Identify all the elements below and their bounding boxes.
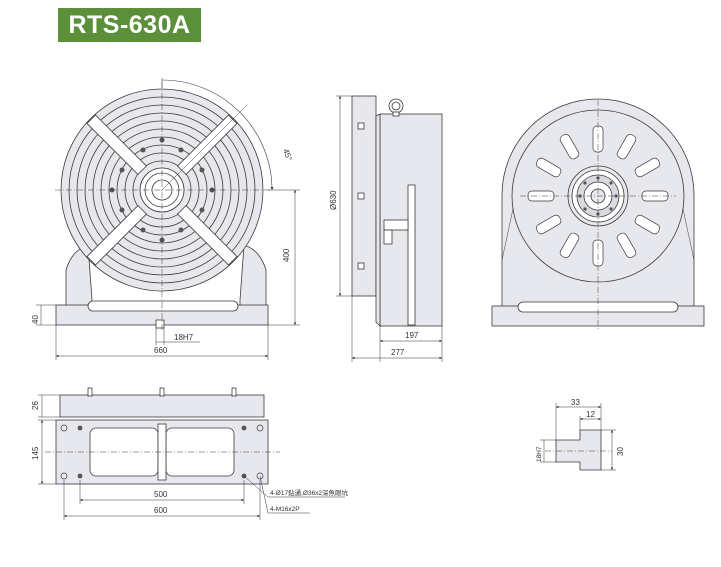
side-overall-depth-dim: 277 — [391, 348, 405, 357]
plan-through-hole-callout: 4-Ø17鉆通,Ø36x2深魚眼坑 — [270, 488, 349, 497]
front-slot-dim: 18H7 — [174, 333, 194, 342]
rear-vent-slots — [527, 125, 669, 267]
front-right-support — [239, 244, 267, 316]
side-depth-dim: 197 — [405, 331, 419, 340]
side-view-dimensions — [336, 95, 443, 362]
front-width-dim: 660 — [154, 346, 168, 355]
angle-label: 45° — [281, 148, 294, 162]
front-view — [55, 78, 274, 330]
side-diameter-dim: Ø630 — [329, 190, 338, 210]
model-title: RTS-630A — [58, 8, 201, 42]
side-view — [351, 95, 443, 327]
front-height-dim: 400 — [282, 248, 291, 262]
slot-height-dim: 30 — [616, 447, 625, 456]
plan-view-dimensions — [38, 394, 345, 520]
slot-width-dim: 33 — [571, 398, 580, 407]
slot-detail — [545, 429, 612, 471]
plan-tapped-hole-callout: 4-M16x2P — [270, 506, 300, 513]
plan-top-height-dim: 26 — [31, 401, 40, 410]
plan-overall-width-dim: 600 — [154, 506, 168, 515]
front-left-support — [65, 244, 93, 316]
slot-key-shape — [555, 429, 602, 471]
front-view-dimensions — [36, 189, 300, 360]
plan-top-plate — [59, 394, 265, 418]
plan-hole-spacing-dim: 500 — [154, 490, 168, 499]
side-nameplate — [383, 219, 409, 231]
slot-detail-dimensions — [540, 403, 616, 471]
side-eyebolt — [388, 98, 404, 114]
slot-18h7-dim: 18H7 — [536, 446, 543, 462]
plan-depth-dim: 145 — [31, 446, 40, 460]
plan-view — [45, 387, 280, 485]
slot-inner-dim: 12 — [586, 410, 595, 419]
front-base-height-dim: 40 — [31, 315, 40, 324]
rear-view — [491, 98, 705, 330]
